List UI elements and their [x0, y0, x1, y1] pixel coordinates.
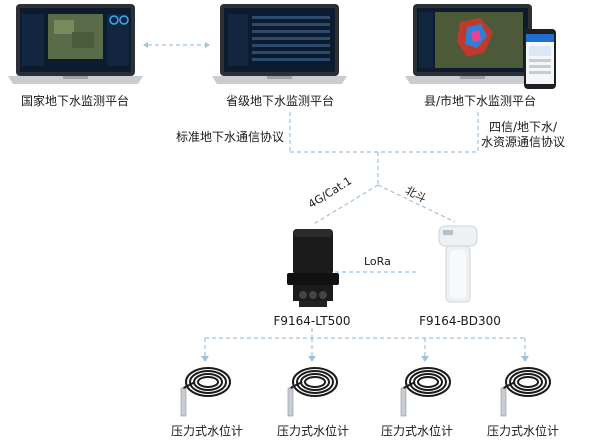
sensor-2-label: 压力式水位计: [276, 424, 349, 438]
device-bd300: [437, 220, 479, 308]
lt500-device-icon: [287, 229, 339, 307]
sensor-1-label: 压力式水位计: [170, 424, 243, 438]
sensor-3-label: 压力式水位计: [380, 424, 453, 438]
standard-protocol-label: 标准地下水通信协议: [176, 130, 285, 144]
phone-county: [523, 28, 557, 90]
laptop-national: [8, 2, 143, 87]
sensor-2: [282, 362, 344, 420]
laptop-provincial: [212, 2, 347, 87]
platform-provincial-label: 省级地下水监测平台: [225, 94, 334, 108]
platform-county-label: 县/市地下水监测平台: [423, 94, 537, 108]
device-lt500: [285, 225, 341, 313]
link-cellular: [311, 184, 379, 226]
water-level-sensor-icon: [500, 367, 551, 417]
laptop-county: [405, 2, 540, 87]
phone-icon: [524, 29, 556, 89]
device-lt500-label: F9164-LT500: [273, 314, 351, 328]
laptop-icon: [212, 4, 347, 84]
water-level-sensor-icon: [287, 367, 338, 417]
laptop-icon: [405, 4, 540, 84]
sensor-4-label: 压力式水位计: [486, 424, 559, 438]
lora-link-label: LoRa: [364, 255, 391, 268]
four-protocols-label: 四信/地下水/ 水资源通信协议: [478, 120, 568, 150]
sensor-3: [395, 362, 457, 420]
sensor-4: [495, 362, 557, 420]
platform-national-label: 国家地下水监测平台: [20, 94, 129, 108]
four-protocols-line2: 水资源通信协议: [480, 135, 565, 149]
water-level-sensor-icon: [400, 367, 451, 417]
device-bd300-label: F9164-BD300: [419, 314, 501, 328]
bd300-device-icon: [438, 225, 478, 303]
link-beidou: [377, 184, 456, 223]
water-level-sensor-icon: [180, 367, 231, 417]
laptop-icon: [8, 4, 143, 84]
sensor-1: [175, 362, 237, 420]
four-protocols-line1: 四信/地下水/: [488, 120, 558, 134]
